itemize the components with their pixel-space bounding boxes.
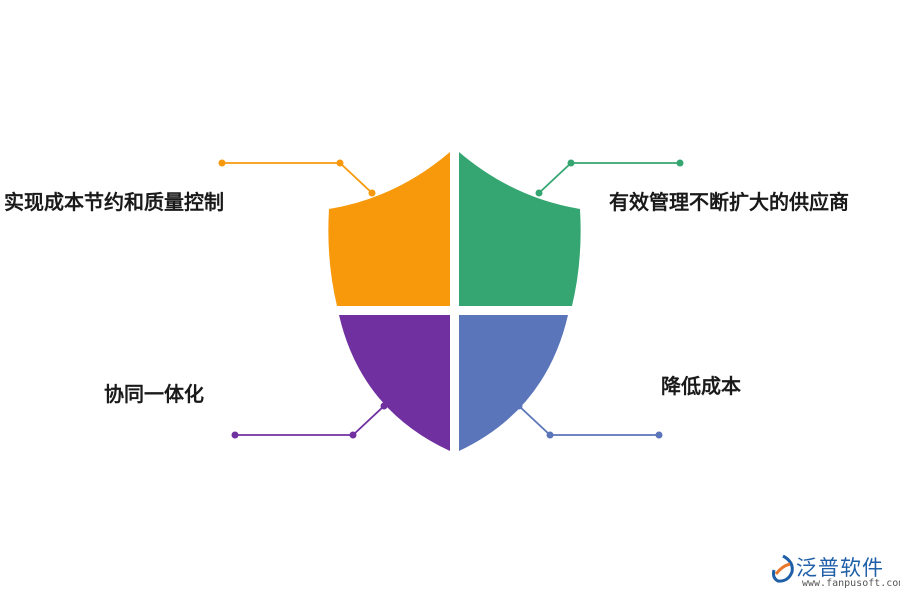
label-bottom-right: 降低成本 bbox=[661, 374, 741, 398]
quadrant-top-right bbox=[459, 152, 581, 306]
connector-top-left bbox=[218, 159, 376, 197]
watermark-name: 泛普软件 bbox=[796, 556, 884, 580]
connector-bottom-right bbox=[515, 402, 663, 439]
quadrant-bottom-left bbox=[339, 315, 450, 451]
quadrant-top-left bbox=[328, 152, 450, 306]
label-bottom-left: 协同一体化 bbox=[104, 382, 204, 406]
label-top-right: 有效管理不断扩大的供应商 bbox=[609, 190, 849, 214]
connector-top-right bbox=[535, 159, 684, 197]
quadrant-bottom-right bbox=[459, 315, 568, 451]
logo-icon bbox=[772, 554, 794, 583]
watermark-url: www.fanpusoft.com bbox=[802, 578, 900, 589]
watermark: 泛普软件 www.fanpusoft.com bbox=[768, 550, 900, 596]
label-top-left: 实现成本节约和质量控制 bbox=[4, 190, 224, 214]
connector-bottom-left bbox=[231, 402, 388, 439]
